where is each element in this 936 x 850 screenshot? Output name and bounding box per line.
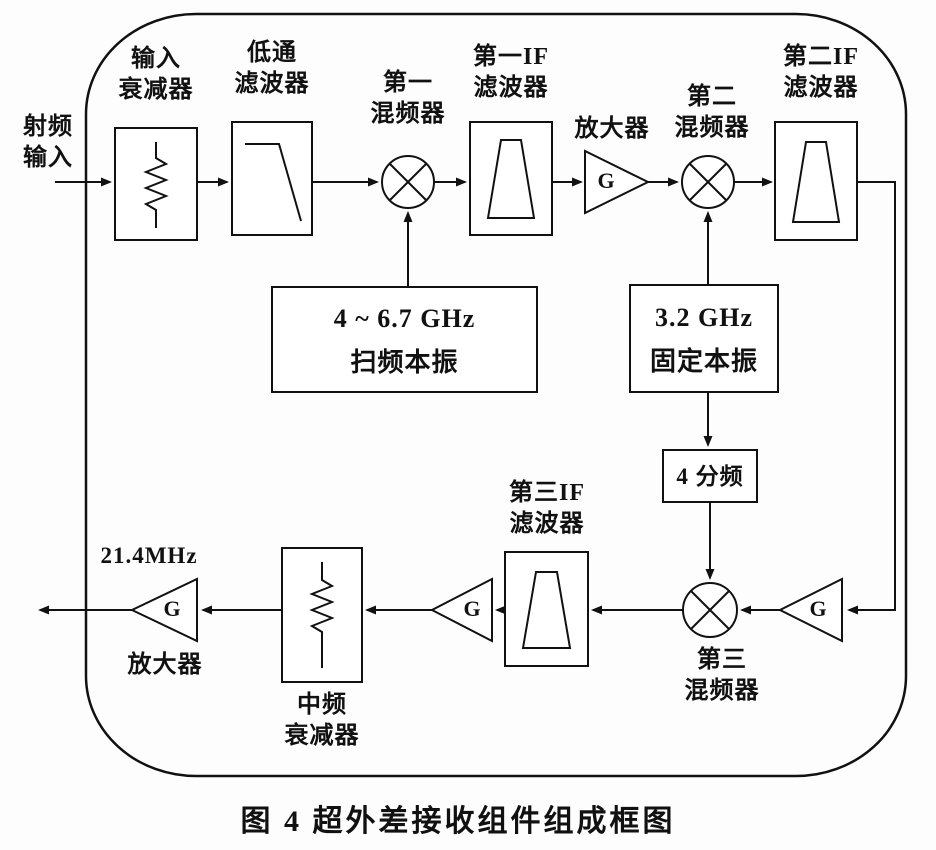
bandpass-icon <box>486 139 536 219</box>
third-if-filter-label: 第三IF 滤波器 <box>509 480 585 537</box>
fixed-lo-box <box>629 284 779 393</box>
second-mixer-block <box>681 155 735 209</box>
module-boundary <box>84 12 908 778</box>
low-pass-filter-label: 低通 滤波器 <box>234 40 310 97</box>
first-if-filter-block <box>469 121 553 236</box>
second-if-filter-label: 第二IF 滤波器 <box>783 44 859 101</box>
signal-lines-top <box>55 177 896 615</box>
second-mixer-label: 第二 混频器 <box>674 84 750 141</box>
mid-gain-label: G <box>463 596 481 621</box>
rf-input-label: 射频 输入 <box>23 114 73 171</box>
right-gain-label: G <box>809 596 827 621</box>
input-attenuator-block <box>114 127 198 241</box>
input-attenuator-label: 输入 衰减器 <box>118 46 194 103</box>
third-mixer-block <box>682 582 738 638</box>
resistor-icon <box>143 142 169 228</box>
bandpass-icon <box>521 571 572 649</box>
mid-gain-block <box>429 577 493 643</box>
output-gain-label: G <box>163 596 181 621</box>
first-mixer-label: 第一 混频器 <box>370 70 446 127</box>
resistor-icon <box>309 562 335 668</box>
first-mixer-block <box>381 155 435 209</box>
second-if-filter-block <box>774 121 858 241</box>
lowpass-icon <box>245 143 302 222</box>
third-if-filter-block <box>504 551 589 667</box>
mixer-cross-icon <box>689 163 727 201</box>
low-pass-filter-block <box>231 121 313 236</box>
first-if-filter-label: 第一IF 滤波器 <box>473 44 549 101</box>
output-amplifier-label: 放大器 <box>127 652 203 678</box>
amp-triangle-icon <box>584 149 651 215</box>
if-attenuator-label: 中频 衰减器 <box>284 692 360 749</box>
amp-triangle-icon <box>429 577 493 643</box>
amp1-gain-label: G <box>597 168 615 193</box>
divide-by-4-label: 4 分频 <box>676 464 744 489</box>
output-amplifier-block <box>129 577 198 643</box>
amplifier-block <box>584 149 651 215</box>
divide-by-4-box <box>662 449 758 503</box>
if-attenuator-block <box>281 547 363 683</box>
mixer-cross-icon <box>690 590 730 630</box>
mixer-cross-icon <box>389 163 427 201</box>
bandpass-icon <box>791 141 841 223</box>
figure-caption: 图 4 超外差接收组件组成框图 <box>240 805 676 838</box>
sweep-lo-label: 4 ~ 6.7 GHz 扫频本振 <box>333 304 476 377</box>
lo-lines <box>403 211 715 580</box>
output-frequency-label: 21.4MHz <box>100 543 198 568</box>
third-mixer-label: 第三 混频器 <box>684 647 760 704</box>
fixed-lo-label: 3.2 GHz 固定本振 <box>649 303 758 376</box>
right-gain-block <box>777 577 843 643</box>
amp-triangle-icon <box>129 577 198 643</box>
sweep-lo-box <box>271 286 538 393</box>
amp-triangle-icon <box>777 577 843 643</box>
amplifier-label: 放大器 <box>574 116 650 142</box>
route-right-side <box>847 181 896 615</box>
